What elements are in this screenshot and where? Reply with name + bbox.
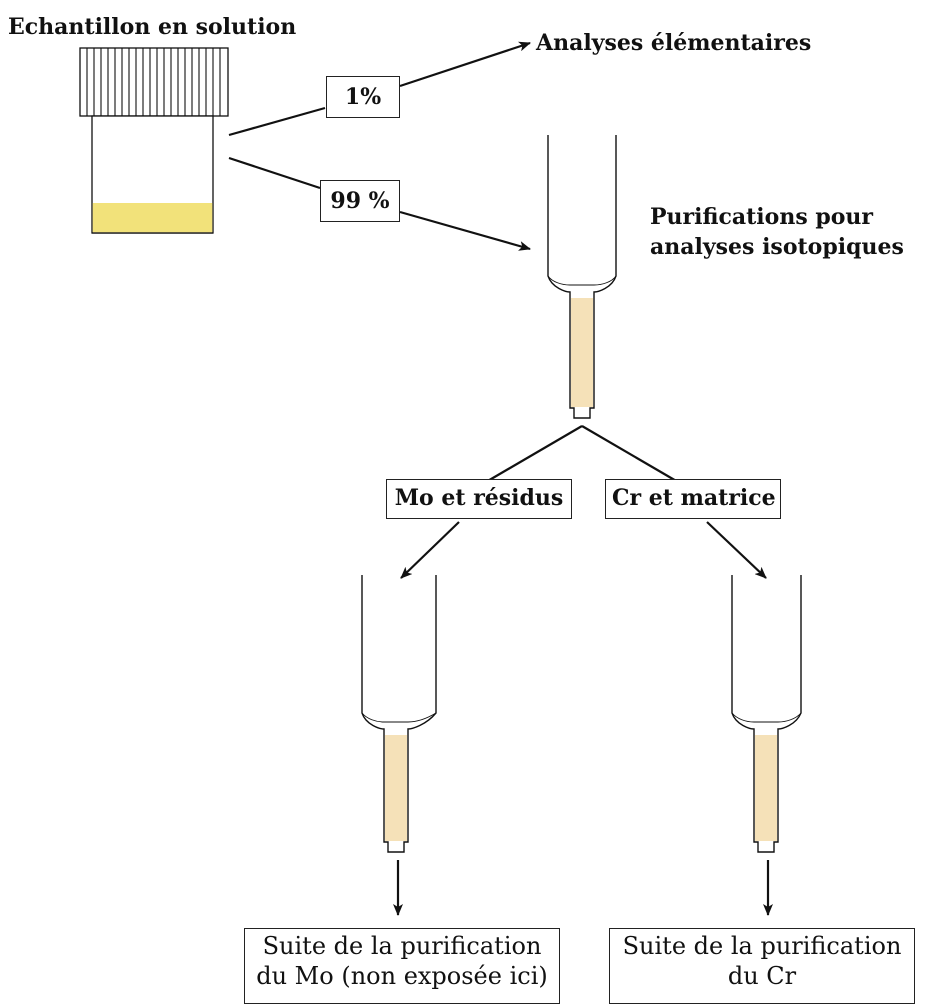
mo-outcome-line2: du Mo (non exposée ici) bbox=[256, 962, 548, 990]
fraction-mo-residues: Mo et résidus bbox=[386, 479, 572, 519]
sample-vial bbox=[79, 47, 229, 234]
split-isotopic-percent: 99 % bbox=[320, 180, 400, 222]
arrow-to-column bbox=[399, 210, 531, 251]
branch-left-line bbox=[485, 425, 583, 483]
mo-column bbox=[361, 575, 437, 853]
cr-column bbox=[731, 575, 802, 853]
main-column bbox=[547, 135, 617, 419]
cr-outcome-line1: Suite de la purification bbox=[622, 932, 902, 960]
arrow-to-mo-column bbox=[400, 521, 460, 579]
arrow-to-cr-column bbox=[706, 521, 767, 579]
fraction-cr-matrix: Cr et matrice bbox=[605, 479, 781, 519]
cr-outcome-line2: du Cr bbox=[727, 962, 797, 990]
branch-right-line bbox=[581, 425, 679, 483]
vial-cap bbox=[79, 47, 229, 117]
vial-solution bbox=[92, 203, 213, 233]
split-elemental-percent: 1% bbox=[326, 76, 400, 118]
sample-title: Echantillon en solution bbox=[8, 14, 297, 40]
mo-outcome-line1: Suite de la purification bbox=[262, 932, 542, 960]
arrow-to-elemental bbox=[399, 41, 531, 88]
elemental-analysis-label: Analyses élémentaires bbox=[536, 30, 812, 56]
isotopic-analysis-label-line1: Purifications pour bbox=[650, 204, 874, 230]
mo-outcome-box: Suite de la purification du Mo (non expo… bbox=[244, 928, 560, 1004]
main-column-resin bbox=[571, 298, 593, 407]
cr-column-resin bbox=[755, 735, 777, 841]
cr-outcome-box: Suite de la purification du Cr bbox=[609, 928, 915, 1004]
isotopic-analysis-label-line2: analyses isotopiques bbox=[650, 234, 904, 260]
split-line-upper bbox=[228, 106, 326, 137]
mo-column-resin bbox=[385, 735, 407, 841]
split-line-lower bbox=[228, 156, 321, 190]
